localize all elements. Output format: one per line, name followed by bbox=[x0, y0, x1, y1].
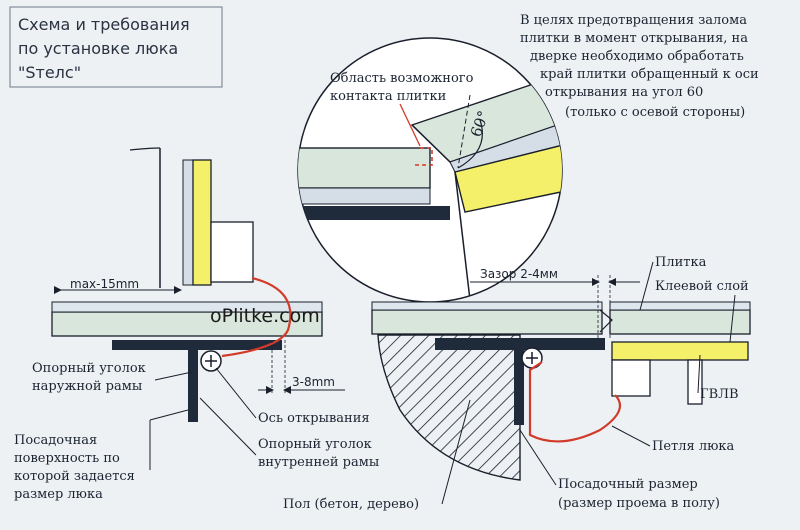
label-seat-size-2: (размер проема в полу) bbox=[558, 496, 720, 511]
watermark: oPlitke.com bbox=[210, 305, 320, 327]
zoom-detail: 60° Область возможного контакта плитки bbox=[297, 37, 563, 303]
label-hinge: Петля люка bbox=[652, 439, 735, 454]
note-line-5: открывания на угол 60 bbox=[545, 85, 703, 100]
title-line-3: "Sтелс" bbox=[18, 63, 81, 82]
label-inner-corner-1: Опорный уголок bbox=[258, 437, 372, 452]
label-glue: Клеевой слой bbox=[655, 279, 749, 294]
note-line-1: В целях предотвращения залома bbox=[520, 13, 747, 28]
door-gap-dimension: 3-8mm bbox=[292, 375, 335, 389]
max-dimension: max-15mm bbox=[70, 277, 139, 291]
contact-label-line-1: Область возможного bbox=[330, 71, 474, 86]
label-inner-corner-2: внутренней рамы bbox=[258, 455, 379, 470]
title-line-1: Схема и требования bbox=[18, 15, 190, 34]
label-seat-size-1: Посадочный размер bbox=[558, 477, 698, 492]
label-tile: Плитка bbox=[655, 255, 707, 270]
label-axis: Ось открывания bbox=[258, 411, 370, 426]
title-box bbox=[9, 6, 223, 88]
note-line-2: плитки в момент открывания, на bbox=[520, 31, 748, 46]
left-assembly: max-15mm 3-8mm bbox=[51, 147, 345, 422]
label-floor: Пол (бетон, дерево) bbox=[283, 497, 419, 512]
label-seat-1: Посадочная bbox=[14, 433, 97, 448]
note-line-4: край плитки обращенный к оси bbox=[540, 67, 759, 82]
contact-label-line-2: контакта плитки bbox=[330, 89, 446, 104]
note-line-3: дверке необходимо обработать bbox=[530, 49, 744, 64]
label-outer-corner-1: Опорный уголок bbox=[32, 361, 146, 376]
note-line-6: (только с осевой стороны) bbox=[565, 105, 745, 120]
label-seat-2: поверхность по bbox=[14, 451, 120, 466]
gap-dimension: Зазор 2-4мм bbox=[480, 267, 558, 281]
label-gvlv: ГВЛВ bbox=[700, 387, 739, 402]
right-assembly: Зазор 2-4мм bbox=[371, 267, 751, 481]
label-outer-corner-2: наружной рамы bbox=[32, 379, 142, 394]
label-seat-4: размер люка bbox=[14, 487, 103, 502]
title-line-2: по установке люка bbox=[18, 39, 178, 58]
label-seat-3: которой задается bbox=[14, 469, 135, 484]
